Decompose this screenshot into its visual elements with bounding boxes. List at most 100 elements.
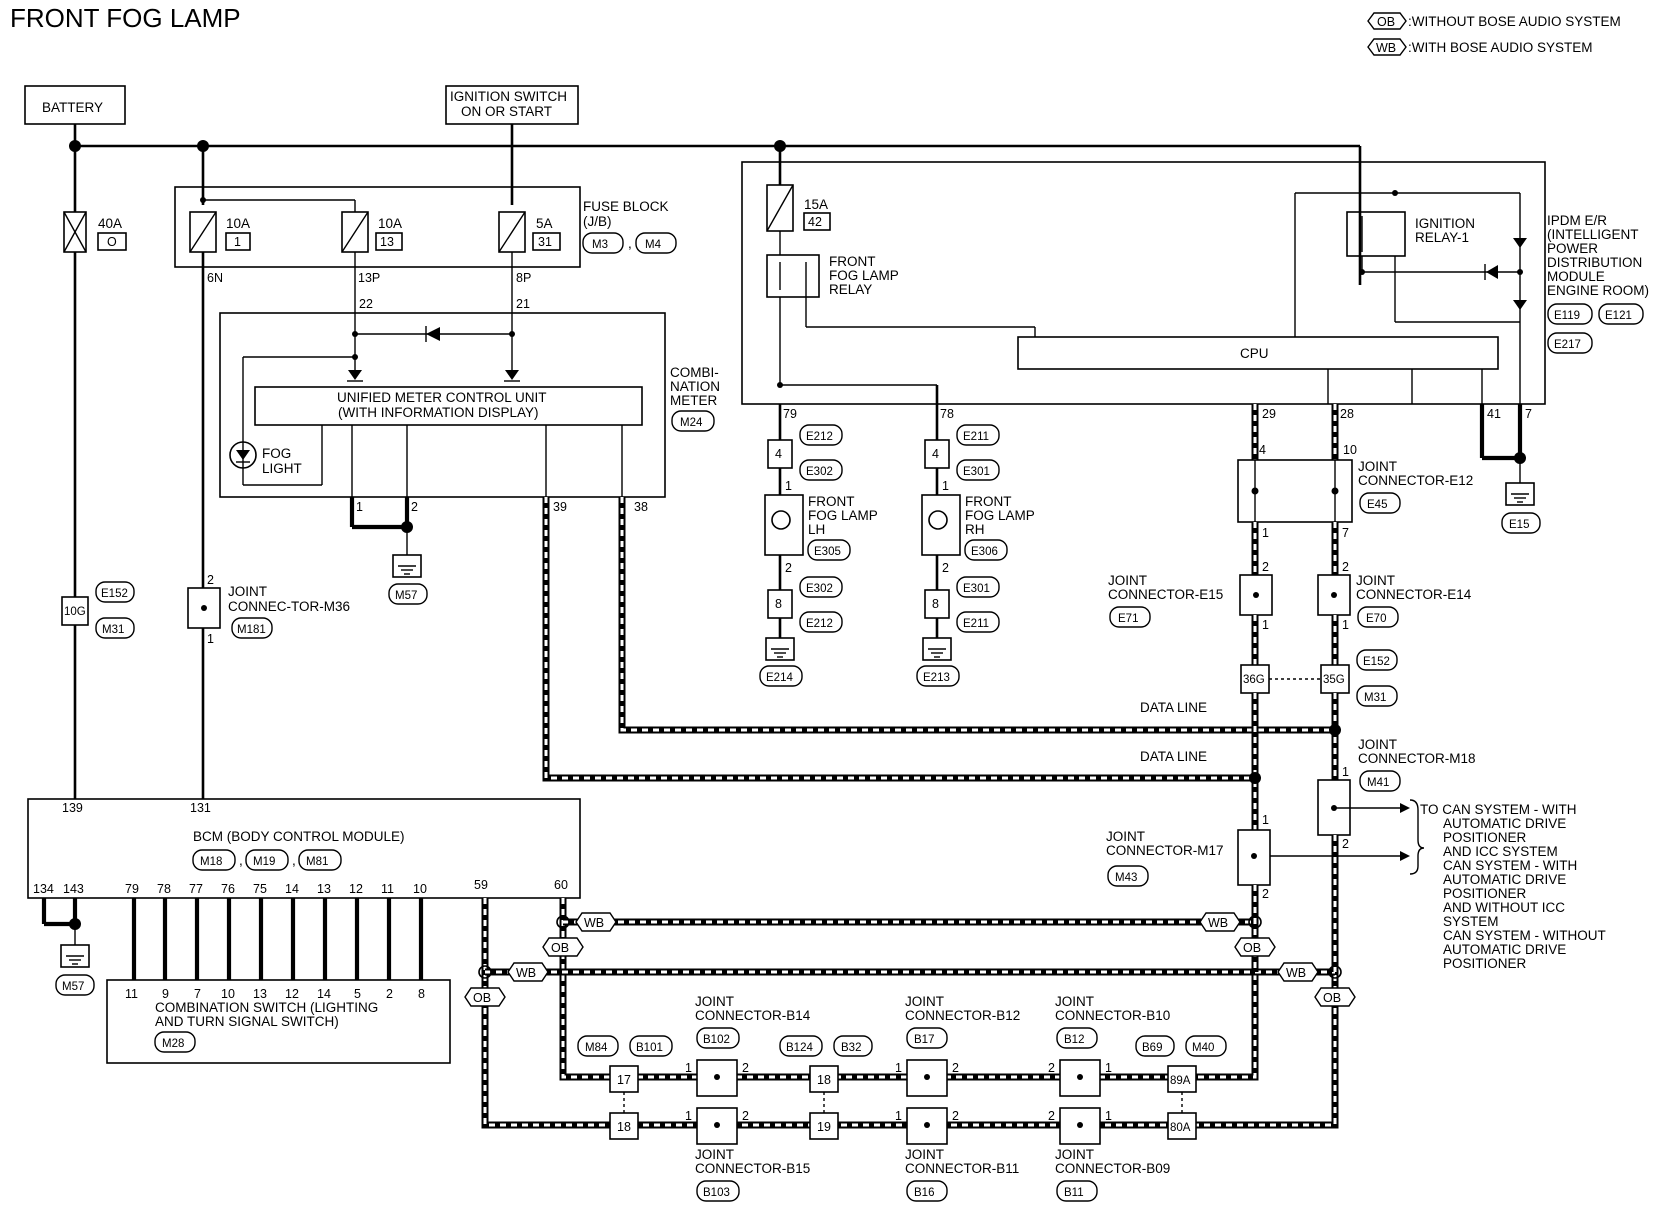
can-text-7: AND WITHOUT ICC xyxy=(1443,900,1565,915)
fuse-31-number: 31 xyxy=(538,235,552,249)
svg-text:,: , xyxy=(628,236,632,251)
meter-unit-label-1: UNIFIED METER CONTROL UNIT xyxy=(337,390,547,405)
jc-b12-label-1: JOINT xyxy=(905,994,944,1009)
jc-b14-label-1: JOINT xyxy=(695,994,734,1009)
can-data-lines: DATA LINE DATA LINE xyxy=(542,497,1335,782)
jc-m36-conn: M181 xyxy=(237,624,266,636)
ignition-label-2: ON OR START xyxy=(461,104,552,119)
jc-b14-pin-2: 2 xyxy=(742,1061,749,1075)
jc-e15-conn: E71 xyxy=(1118,613,1138,625)
jc-m18-label-1: JOINT xyxy=(1358,737,1397,752)
switch-pin-13: 13 xyxy=(253,987,267,1001)
bcm-conn-m18: M18 xyxy=(200,856,222,868)
lh-lamp-conn: E305 xyxy=(814,546,841,558)
jc-b11-label-2: CONNECTOR-B11 xyxy=(905,1161,1019,1176)
switch-pin-7: 7 xyxy=(194,987,201,1001)
ignition-switch: IGNITION SWITCH ON OR START xyxy=(445,85,579,205)
lh-conn-bot-1: E302 xyxy=(806,583,833,595)
jc-m18-pin-1: 1 xyxy=(1342,765,1349,779)
lh-label-1: FRONT xyxy=(808,494,855,509)
rh-lamp-conn: E306 xyxy=(971,546,998,558)
jc-b12-label-2: CONNECTOR-B12 xyxy=(905,1008,1020,1023)
meter-label-1: COMBI- xyxy=(670,365,719,380)
bcm-pin-131: 131 xyxy=(190,801,211,815)
jc-m17-pin-2: 2 xyxy=(1262,887,1269,901)
jc-b15-pin-2: 2 xyxy=(742,1109,749,1123)
ipdm-pin-7: 7 xyxy=(1525,407,1532,421)
fuse-1-amp: 10A xyxy=(226,216,250,231)
ipdm-label-4: DISTRIBUTION xyxy=(1547,255,1642,270)
wb-tag-1: WB xyxy=(584,916,604,930)
legend-wb-text: :WITH BOSE AUDIO SYSTEM xyxy=(1408,40,1593,55)
rh-pin-2: 2 xyxy=(942,561,949,575)
meter-label-2: NATION xyxy=(670,379,720,394)
jc-e15-pin-1: 1 xyxy=(1262,618,1269,632)
wb-tag-2: WB xyxy=(1208,916,1228,930)
rh-ground-conn: E213 xyxy=(923,672,950,684)
switch-pin-12: 12 xyxy=(285,987,299,1001)
jc-m18-pin-2: 2 xyxy=(1342,837,1349,851)
conn-19: 19 xyxy=(817,1120,831,1134)
jc-m17-conn: M43 xyxy=(1115,872,1137,884)
jc-b14-pin-1: 1 xyxy=(685,1061,692,1075)
jc-m17-label-2: CONNECTOR-M17 xyxy=(1106,843,1224,858)
bcm-pin-78: 78 xyxy=(157,882,171,896)
bcm-pin-79: 79 xyxy=(125,882,139,896)
combination-meter: 22 21 UNIFIED METER CONTROL UNIT (WITH I… xyxy=(219,252,720,605)
front-fog-lamp-rh: 4 E211 E301 1 FRONT FOG LAMP RH E306 2 8… xyxy=(916,385,1035,687)
fog-light-label-2: LIGHT xyxy=(262,461,302,476)
lh-conn-bot-2: E212 xyxy=(806,618,833,630)
rh-pin-1: 1 xyxy=(942,479,949,493)
meter-pin-1: 1 xyxy=(356,500,363,514)
jc-m18-conn: M41 xyxy=(1367,777,1389,789)
relay-label-3: RELAY xyxy=(829,282,872,297)
can-text-5: AUTOMATIC DRIVE xyxy=(1443,872,1566,887)
fuse-1-number: 1 xyxy=(234,235,241,249)
meter-pin-39: 39 xyxy=(553,500,567,514)
conn-m40: M40 xyxy=(1192,1042,1214,1054)
ipdm-label-2: (INTELLIGENT xyxy=(1547,227,1639,242)
conn-m84: M84 xyxy=(585,1042,608,1054)
can-text-8: SYSTEM xyxy=(1443,914,1499,929)
jc-b14-label-2: CONNECTOR-B14 xyxy=(695,1008,811,1023)
jc-e12-pin-4: 4 xyxy=(1259,443,1266,457)
ipdm-er: 15A 42 FRONT FOG LAMP RELAY CPU IGNITION… xyxy=(741,146,1649,534)
fuse-pin-6n: 6N xyxy=(207,271,223,285)
switch-pin-10: 10 xyxy=(221,987,235,1001)
rh-label-2: FOG LAMP xyxy=(965,508,1035,523)
jc-b14-conn: B102 xyxy=(703,1034,730,1046)
jc-m18-label-2: CONNECTOR-M18 xyxy=(1358,751,1476,766)
jc-b11-label-1: JOINT xyxy=(905,1147,944,1162)
ipdm-conn-e119: E119 xyxy=(1554,310,1580,322)
ob-tag-3: OB xyxy=(473,991,491,1005)
svg-text:,: , xyxy=(292,853,296,868)
legend-ob-text: :WITHOUT BOSE AUDIO SYSTEM xyxy=(1408,14,1621,29)
battery-label: BATTERY xyxy=(42,100,103,115)
rh-conn-top-1: E211 xyxy=(963,431,989,443)
ob-tag-2: OB xyxy=(1243,941,1261,955)
ob-badge-1 xyxy=(542,937,584,957)
jc-b10-label-1: JOINT xyxy=(1055,994,1094,1009)
inline-10g-conn2: M31 xyxy=(102,624,124,636)
bcm-pin-12: 12 xyxy=(349,882,363,896)
bcm-pin-139: 139 xyxy=(62,801,83,815)
fuse-13-number: 13 xyxy=(380,235,394,249)
bcm-label: BCM (BODY CONTROL MODULE) xyxy=(193,829,405,844)
ipdm-fuse-amp: 15A xyxy=(804,197,828,212)
jc-b09-conn: B11 xyxy=(1064,1187,1084,1199)
bcm-pin-13: 13 xyxy=(317,882,331,896)
switch-pin-11: 11 xyxy=(125,987,138,1001)
meter-label-3: METER xyxy=(670,393,718,408)
lh-pin-1: 1 xyxy=(785,479,792,493)
bcm-pin-75: 75 xyxy=(253,882,267,896)
jc-b11-conn: B16 xyxy=(914,1187,934,1199)
jc-m36-label-2: CONNEC-TOR-M36 xyxy=(228,599,350,614)
jc-b10-pin-2: 2 xyxy=(1048,1061,1055,1075)
jc-b11-pin-1: 1 xyxy=(895,1109,902,1123)
inline-conn-e152: E152 xyxy=(1363,656,1390,668)
inline-10g: 10G xyxy=(64,606,86,618)
lh-label-2: FOG LAMP xyxy=(808,508,878,523)
rh-conn-top-2: E301 xyxy=(963,466,990,478)
ipdm-pin-79: 79 xyxy=(783,407,797,421)
ipdm-ground-conn: E15 xyxy=(1509,519,1529,531)
